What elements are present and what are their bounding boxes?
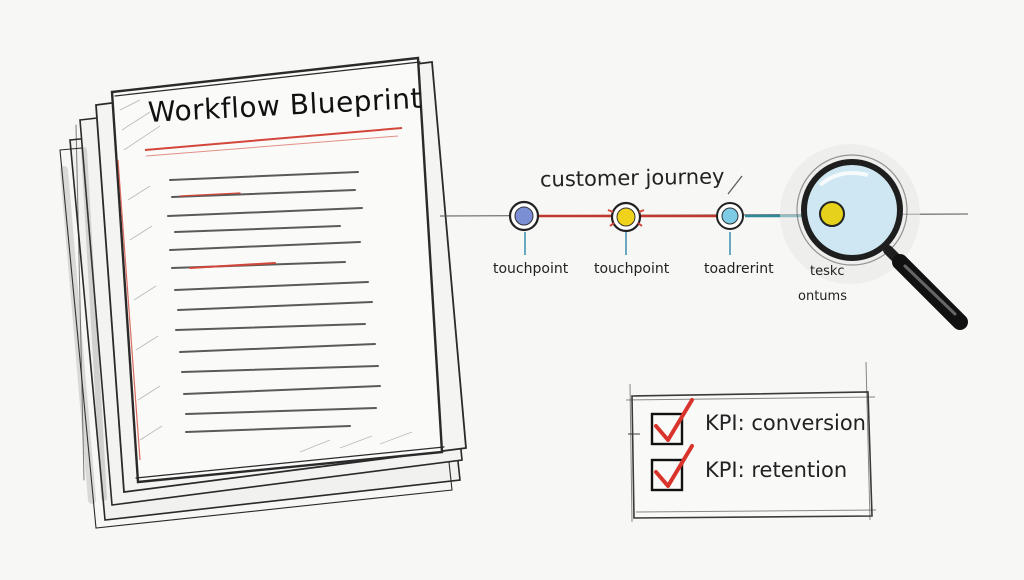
document-text-lines <box>167 171 381 433</box>
document-stack <box>59 56 467 529</box>
touchpoint-label-2: touchpoint <box>594 261 670 277</box>
touchpoint-node-1 <box>508 200 540 232</box>
kpi-checklist-box <box>625 361 877 523</box>
margin-line <box>117 159 141 461</box>
magnifying-glass-icon <box>780 144 968 330</box>
touchpoint-sublabel-4: ontums <box>798 289 847 304</box>
touchpoint-node-2 <box>607 201 645 233</box>
touchpoint-label-4: teskc <box>810 264 845 279</box>
checkbox-1 <box>650 398 694 446</box>
kpi-item-retention: KPI: retention <box>705 458 848 482</box>
journey-title: customer journey <box>539 164 725 192</box>
title-underline <box>144 127 403 151</box>
touchpoint-label-1: touchpoint <box>493 261 569 277</box>
checkbox-2 <box>650 444 694 492</box>
pointer-stroke <box>727 175 743 195</box>
touchpoint-label-3: toadrerint <box>704 261 774 277</box>
front-sheet <box>110 56 444 484</box>
touchpoint-node-3 <box>716 202 744 230</box>
kpi-item-conversion: KPI: conversion <box>705 411 866 435</box>
